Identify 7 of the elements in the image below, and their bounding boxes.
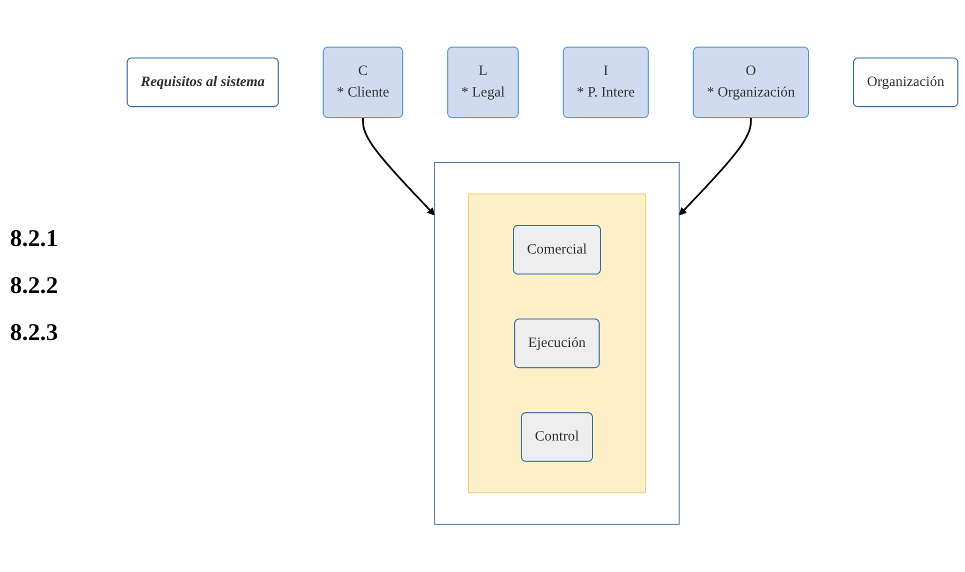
arrow <box>678 118 752 216</box>
clause-number: 8.2.3 <box>10 320 59 346</box>
clause-number: 8.2.1 <box>10 226 59 252</box>
cluster <box>434 162 680 525</box>
cluster <box>468 194 646 494</box>
arrow <box>362 118 436 216</box>
clause-number: 8.2.2 <box>10 272 59 300</box>
